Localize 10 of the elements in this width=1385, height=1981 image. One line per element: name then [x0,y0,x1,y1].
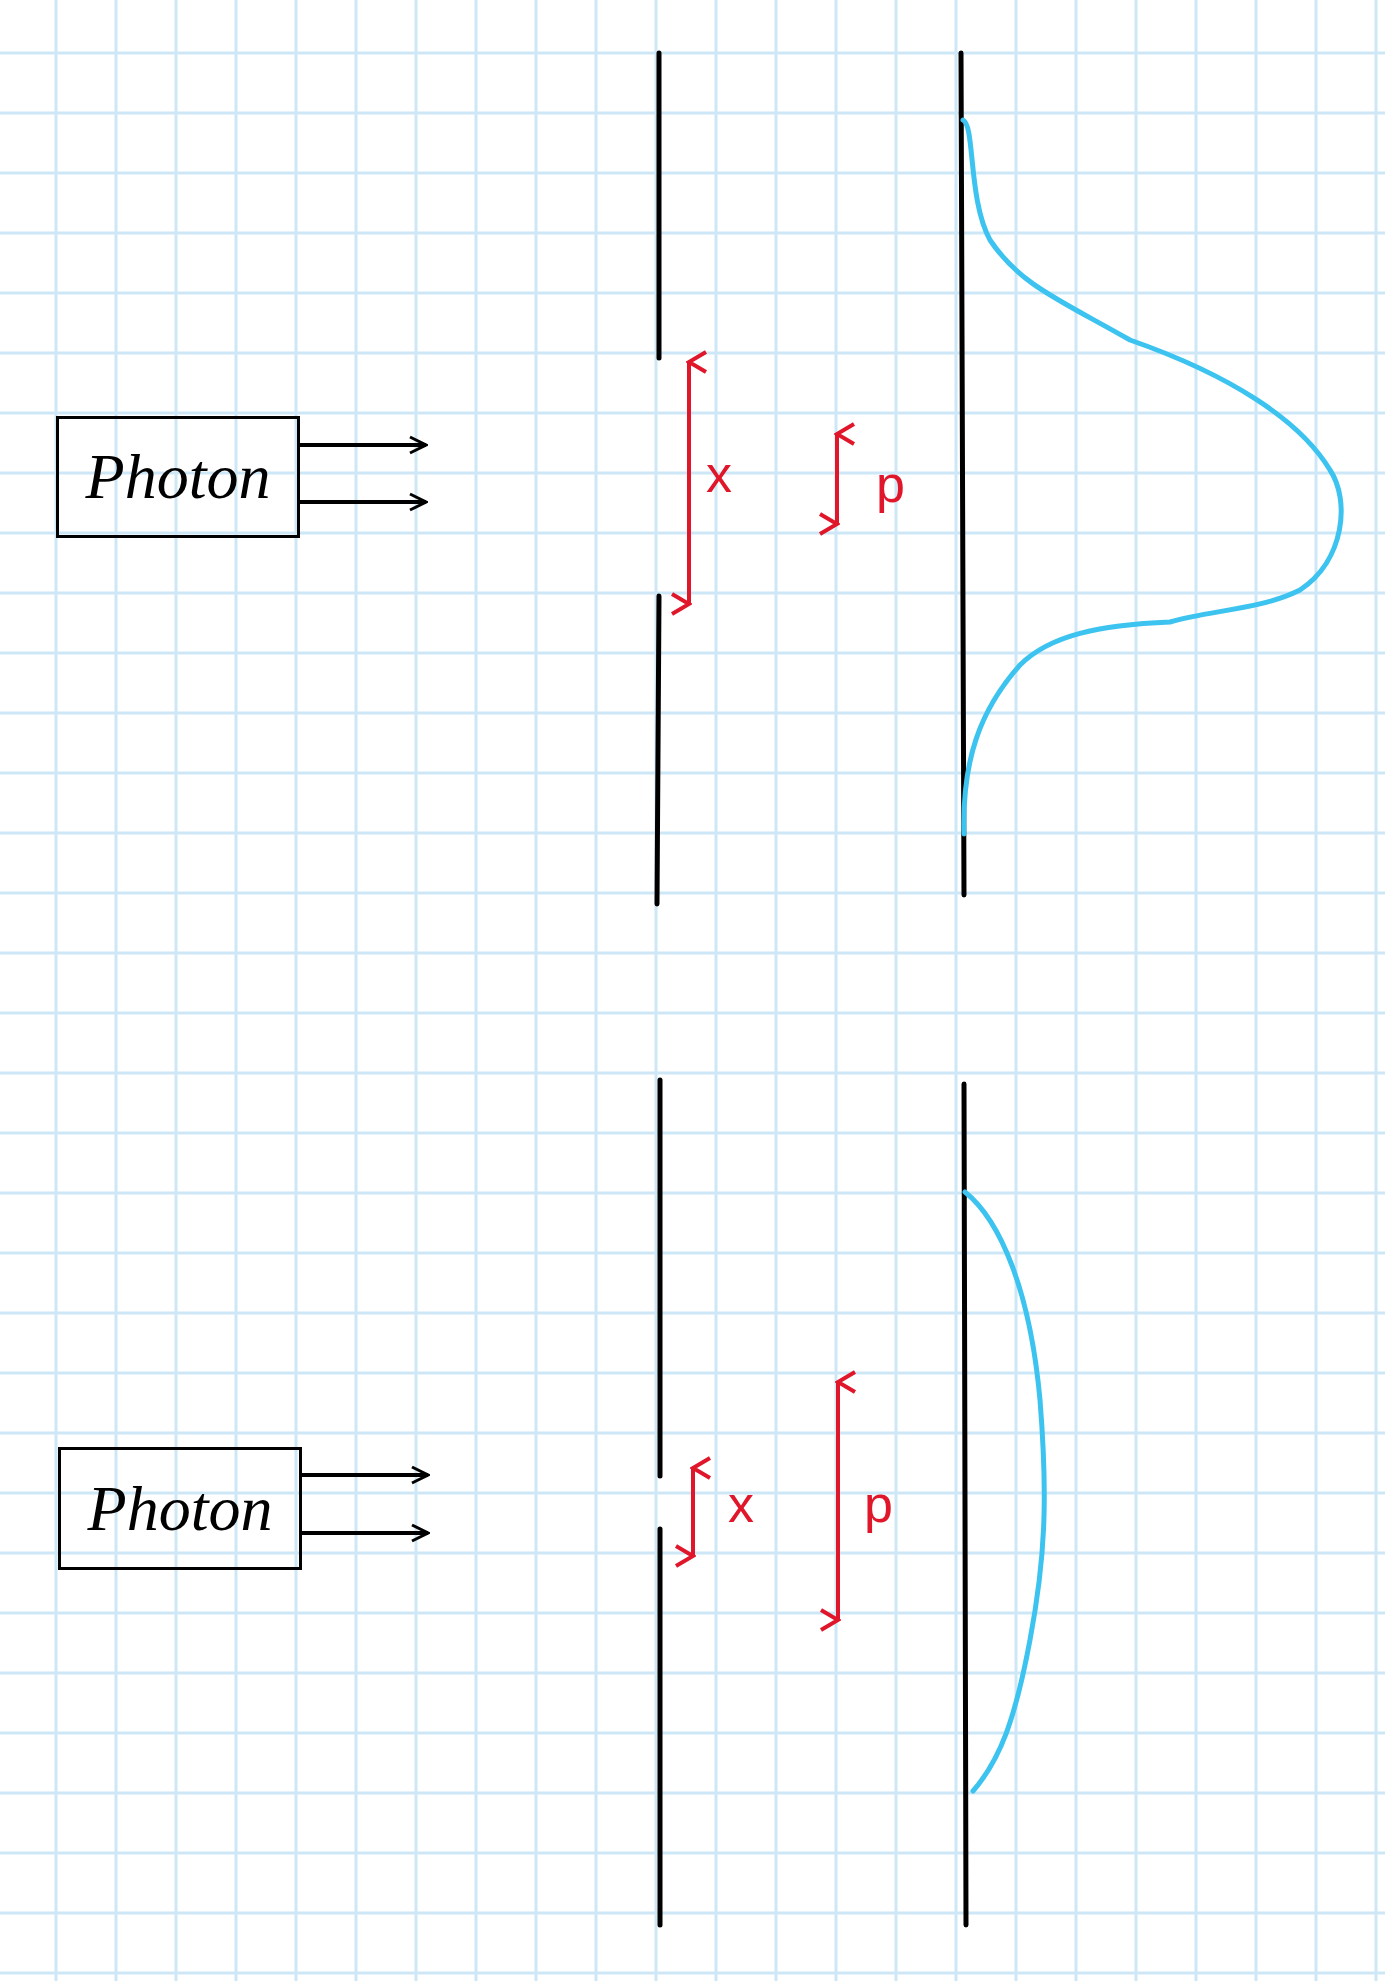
source-label: Photon [85,445,271,509]
source-label: Photon [87,1476,273,1541]
source-box [56,416,300,538]
source-box [58,1447,302,1570]
arrow [302,1465,430,1485]
arrow [300,435,428,455]
arrow [300,492,428,512]
variable-label: x [728,1478,754,1530]
variable-label: x [706,448,732,500]
arrow [302,1523,430,1543]
